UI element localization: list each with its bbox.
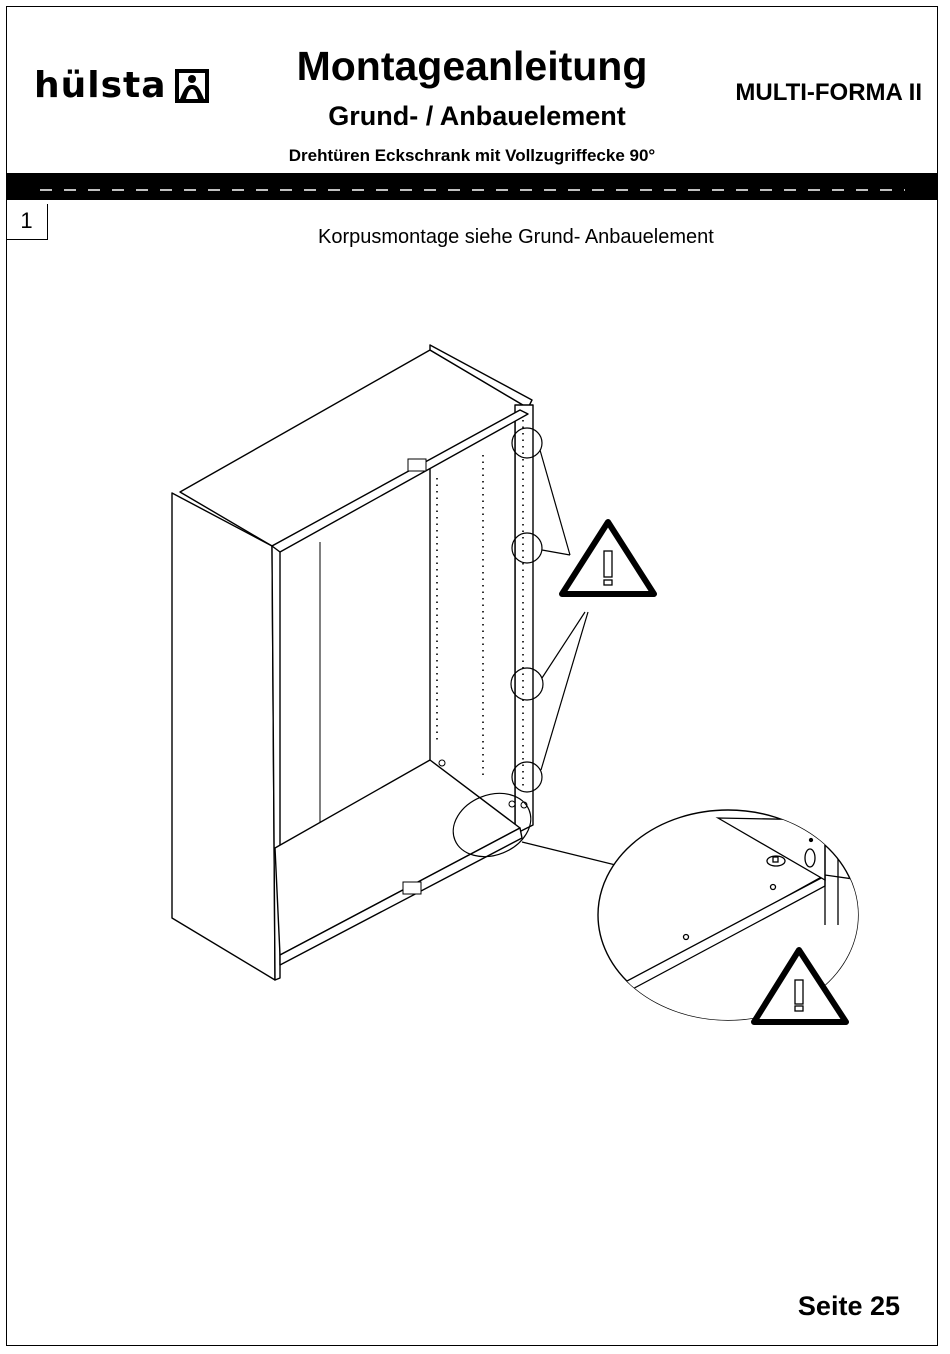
warning-triangle-icon (562, 522, 654, 594)
cabinet-carcass (172, 345, 533, 980)
page-number: Seite 25 (798, 1293, 900, 1320)
